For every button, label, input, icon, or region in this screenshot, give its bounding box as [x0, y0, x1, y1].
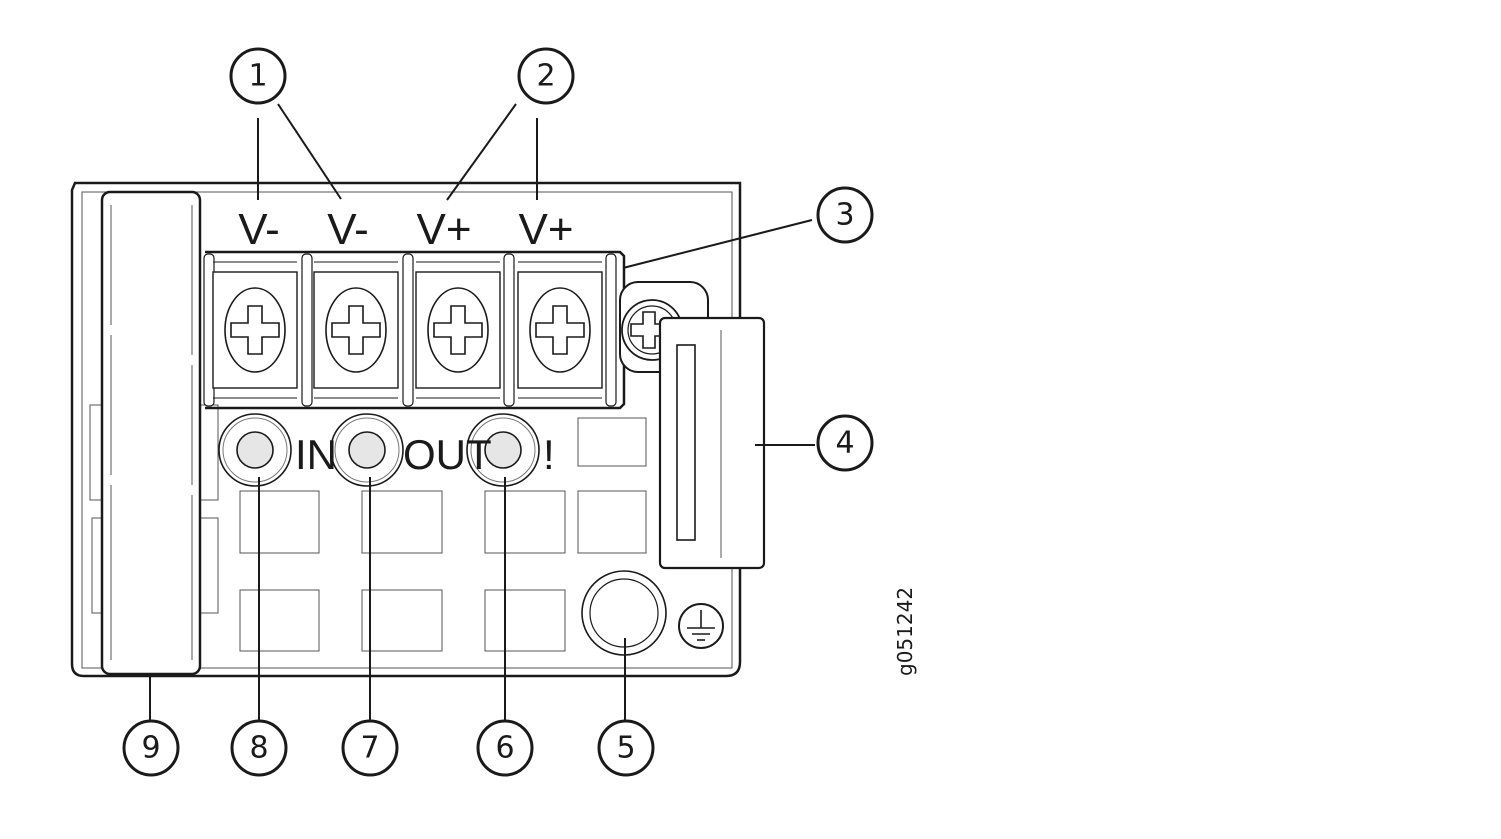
- terminal-separator: [402, 253, 414, 407]
- ground-icon: [678, 603, 724, 649]
- panel-body: [70, 181, 742, 678]
- svg-text:6: 6: [495, 731, 514, 766]
- terminal-screw-2: [313, 261, 399, 399]
- callout-5: 5: [597, 719, 655, 777]
- terminal-screw-3: [415, 261, 501, 399]
- svg-text:7: 7: [360, 731, 379, 766]
- terminal-screw-4: [517, 261, 603, 399]
- svg-text:2: 2: [536, 59, 555, 94]
- figure-id: g051242: [893, 587, 917, 676]
- callout-6: 6: [476, 719, 534, 777]
- terminal-screws: [203, 253, 617, 407]
- terminal-label-2: V-: [327, 205, 369, 254]
- svg-text:3: 3: [835, 198, 854, 233]
- terminal-separator: [503, 253, 515, 407]
- led-out: [330, 413, 404, 487]
- svg-text:9: 9: [141, 731, 160, 766]
- terminal-separator: [301, 253, 313, 407]
- svg-text:4: 4: [835, 426, 854, 461]
- callout-1: 1: [229, 47, 287, 105]
- callout-2: 2: [517, 47, 575, 105]
- led-in: [218, 413, 292, 487]
- callout-3: 3: [816, 186, 874, 244]
- led-label-out: OUT: [403, 431, 492, 478]
- callout-8: 8: [230, 719, 288, 777]
- callout-9: 9: [122, 719, 180, 777]
- led-label-in: IN: [295, 431, 337, 478]
- terminal-label-1: V-: [238, 205, 280, 254]
- leader-lines: [149, 103, 815, 722]
- handle: [100, 190, 202, 676]
- led-label-alarm: !: [543, 431, 555, 478]
- svg-text:1: 1: [248, 59, 267, 94]
- callout-7: 7: [341, 719, 399, 777]
- led-alarm: [466, 413, 540, 487]
- led-indicators: [218, 413, 540, 487]
- vent-squares: [239, 417, 647, 652]
- terminal-label-4: V+: [518, 205, 573, 254]
- label-card: [658, 316, 766, 570]
- terminal-label-3: V+: [416, 205, 471, 254]
- svg-text:5: 5: [616, 731, 635, 766]
- callout-4: 4: [816, 414, 874, 472]
- terminal-separator: [605, 253, 617, 407]
- svg-text:8: 8: [249, 731, 268, 766]
- terminal-screw-1: [212, 261, 298, 399]
